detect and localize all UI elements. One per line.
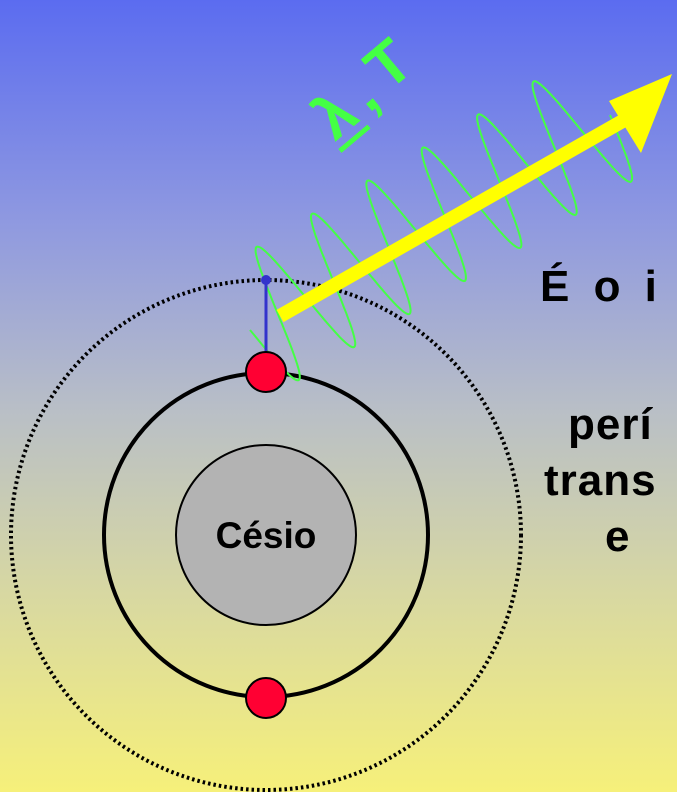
caption-line-2: perí: [568, 400, 653, 450]
wave-label: λ , T: [296, 26, 429, 154]
electron-top: [246, 352, 286, 392]
excited-electron-position: [261, 275, 271, 285]
photon-arrow-head: [609, 74, 672, 153]
caption-line-4: e: [605, 512, 630, 562]
nucleus-label: Césio: [216, 515, 317, 556]
caption-line-3: trans: [544, 456, 657, 506]
caption-line-1: É o i: [540, 262, 663, 312]
electron-bottom: [246, 678, 286, 718]
